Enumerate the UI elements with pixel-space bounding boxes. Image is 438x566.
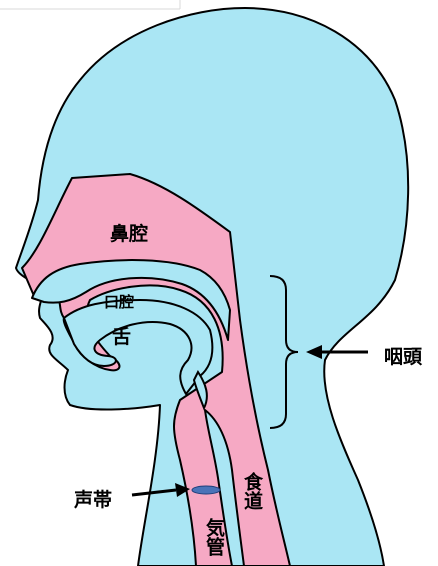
tongue-shape <box>63 299 214 395</box>
label-vocal-cords: 声帯 <box>73 488 112 511</box>
epiglottis <box>192 370 208 411</box>
label-tongue: 舌 <box>112 325 131 348</box>
palate <box>31 259 231 341</box>
vocal-cords-shape <box>191 485 221 495</box>
vocal-cords-arrow-line <box>131 488 177 497</box>
pharynx-bracket <box>269 275 299 429</box>
trachea-esophagus-wall <box>204 409 245 566</box>
pharynx-arrow-head <box>306 345 322 359</box>
label-oral-cavity: 口腔 <box>104 293 134 311</box>
label-nasal-cavity: 鼻腔 <box>110 222 148 245</box>
label-esophagus: 食道 <box>241 471 263 511</box>
vocal-cords-arrow-head <box>175 483 190 497</box>
label-trachea: 気管 <box>203 517 225 557</box>
label-pharynx: 咽頭 <box>384 346 423 368</box>
